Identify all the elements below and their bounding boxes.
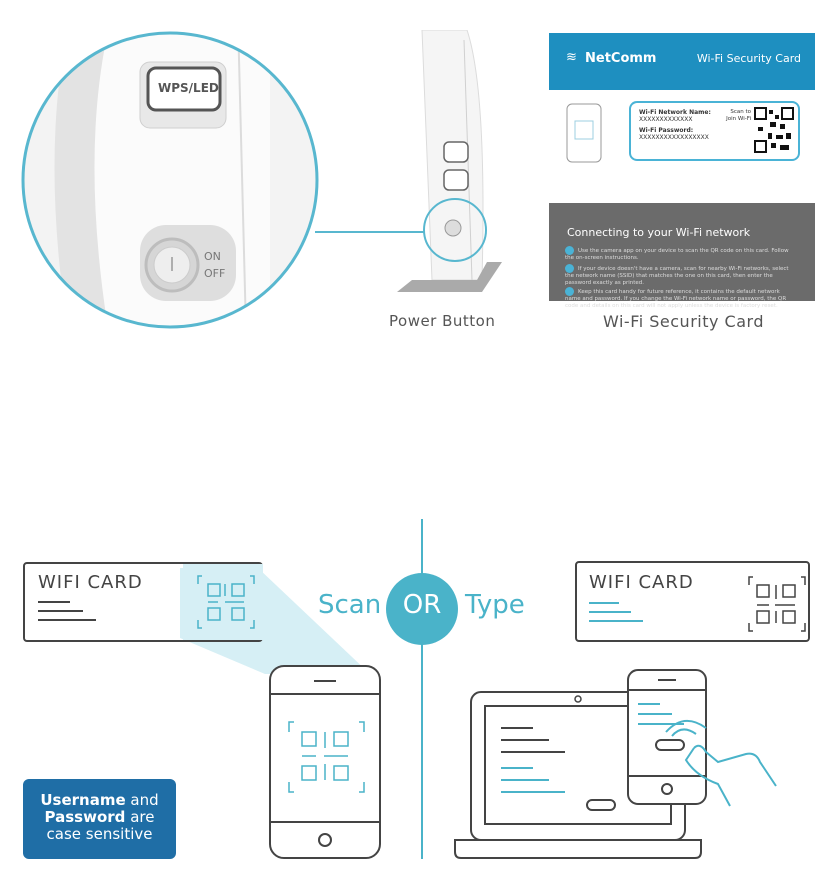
step-1: Use the camera app on your device to sca… (565, 246, 795, 262)
note-line-3: case sensitive (46, 825, 153, 843)
scan-to-join-label: Scan to Join Wi-Fi (726, 109, 751, 122)
or-word: OR (402, 590, 442, 620)
password-label: Wi-Fi Password: (639, 127, 694, 134)
step-2: If your device doesn't have a camera, sc… (565, 264, 795, 287)
left-card-qr-highlight (183, 564, 263, 640)
connecting-heading: Connecting to your Wi-Fi network (567, 226, 751, 239)
step-3-text: Keep this card handy for future referenc… (565, 289, 787, 309)
phone-typing-illustration (627, 669, 777, 807)
security-card-header: ≋ NetComm Wi-Fi Security Card (549, 33, 815, 90)
router-zoom-illustration (21, 31, 424, 329)
step-1-text: Use the camera app on your device to sca… (565, 248, 789, 261)
wifi-icon: ≋ (566, 50, 577, 65)
credentials-box: Wi-Fi Network Name: XXXXXXXXXXXXX Wi-Fi … (629, 101, 800, 161)
brand-name: NetComm (585, 51, 657, 66)
step-3: Keep this card handy for future referenc… (565, 287, 795, 310)
right-card-line-2 (589, 611, 631, 613)
scan-word: Scan (318, 590, 382, 620)
right-card-line-1 (589, 602, 619, 604)
or-circle (386, 573, 458, 645)
right-card-qr-icon (748, 576, 806, 632)
center-divider (421, 519, 423, 859)
security-card-caption: Wi-Fi Security Card (603, 312, 764, 331)
note-and: and (130, 791, 159, 809)
note-password: Password (44, 808, 126, 826)
on-label: ON (204, 250, 221, 263)
right-wifi-card-label: WIFI CARD (589, 572, 694, 593)
left-card-line-2 (38, 610, 83, 612)
right-wifi-card: WIFI CARD (575, 561, 810, 642)
router-side-illustration (397, 30, 502, 292)
wps-led-label: WPS/LED (158, 81, 219, 95)
right-card-line-3 (589, 620, 643, 622)
security-card-details: Wi-Fi Network Name: XXXXXXXXXXXXX Wi-Fi … (549, 90, 815, 203)
phone-scanning-illustration (269, 665, 381, 859)
network-name-label: Wi-Fi Network Name: (639, 109, 711, 116)
power-button-caption: Power Button (389, 312, 496, 330)
left-card-qr-icon (197, 575, 255, 629)
note-line-2: Password are (23, 809, 176, 826)
password-value: XXXXXXXXXXXXXXXXX (639, 134, 709, 141)
security-card-title: Wi-Fi Security Card (696, 52, 801, 65)
network-name-value: XXXXXXXXXXXXX (639, 116, 693, 123)
wifi-security-card: ≋ NetComm Wi-Fi Security Card Wi-Fi Netw… (549, 33, 815, 309)
qr-code (754, 107, 794, 153)
left-card-line-3 (38, 619, 96, 621)
case-sensitive-note: Username and Password are case sensitive (23, 779, 176, 859)
note-username: Username (40, 791, 126, 809)
step-2-text: If your device doesn't have a camera, sc… (565, 266, 789, 286)
type-word: Type (465, 590, 525, 620)
left-wifi-card: WIFI CARD (23, 562, 263, 642)
left-wifi-card-label: WIFI CARD (38, 572, 143, 593)
phone-qr-icon (566, 103, 602, 163)
note-are: are (130, 808, 155, 826)
off-label: OFF (204, 267, 226, 280)
note-line-1: Username and (23, 792, 176, 809)
left-card-line-1 (38, 601, 70, 603)
